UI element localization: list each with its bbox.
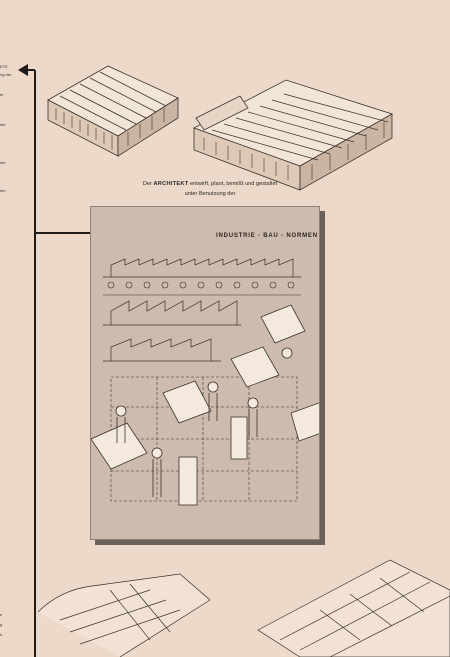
drafting-figures-drawing	[91, 304, 319, 506]
margin-fragment: e	[0, 612, 3, 617]
caption-line1-post: entwirft, plant, bemißt und gestaltet	[190, 181, 278, 187]
sawtooth-section-drawing	[103, 338, 221, 362]
caption: Der ARCHITEKT entwirft, plant, bemißt un…	[60, 180, 360, 188]
grid-axis-markers	[103, 281, 301, 296]
sawtooth-section-drawing	[103, 300, 241, 326]
caption-line1-pre: Der	[142, 181, 152, 187]
caption-line2: unter Benutzung der	[184, 191, 236, 197]
margin-fragment: der	[0, 122, 6, 127]
margin-fragment: ng der	[0, 72, 12, 77]
panel-title: INDUSTRIE - BAU - NORMEN	[216, 233, 318, 239]
factory-building-drawing	[193, 79, 393, 191]
margin-fragment: g	[0, 622, 3, 627]
building-illustrations	[47, 65, 393, 191]
margin-fragment: der	[0, 160, 6, 165]
margin-fragment: ten	[0, 188, 6, 193]
margin-fragment: h	[0, 632, 3, 637]
caption-architekt: ARCHITEKT	[153, 181, 189, 187]
arrowhead-left-icon	[18, 64, 28, 76]
margin-fragment: te	[0, 92, 4, 97]
sawtooth-section-drawing	[103, 258, 301, 278]
norms-drawing	[91, 258, 319, 506]
courtyard-building-drawing	[47, 65, 179, 157]
margin-fragment: ETE	[0, 64, 8, 69]
norms-panel: INDUSTRIE - BAU - NORMEN	[90, 206, 320, 540]
